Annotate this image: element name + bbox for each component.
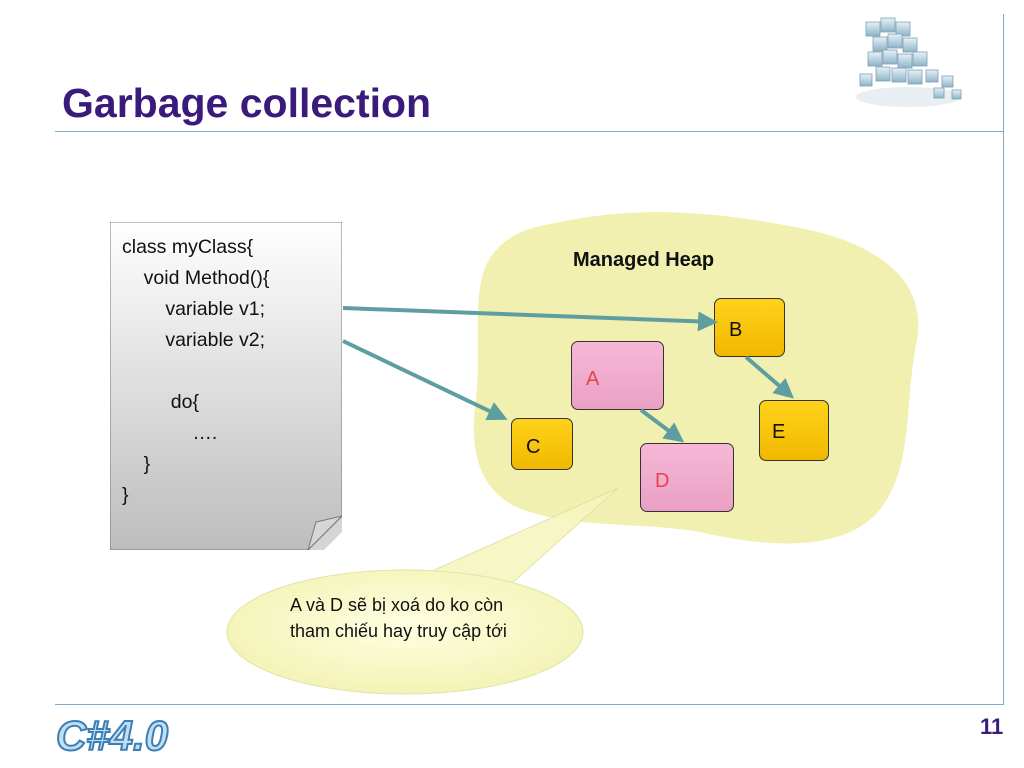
csharp-logo: C#4.0 <box>55 711 169 760</box>
arrow-v1-to-b <box>342 306 718 332</box>
object-b-label: B <box>729 319 743 341</box>
code-listing: class myClass{ void Method(){ variable v… <box>122 236 270 506</box>
arrow-b-to-e <box>744 355 795 399</box>
object-e-label: E <box>772 421 786 443</box>
object-d: D <box>640 443 734 512</box>
cubes-logo-icon <box>856 17 962 107</box>
object-a: A <box>571 341 664 410</box>
arrow-a-to-d <box>639 408 685 443</box>
heap-title: Managed Heap <box>573 249 715 271</box>
reference-arrows <box>342 306 795 443</box>
page-number: 11 <box>980 714 1004 739</box>
callout-bubble <box>226 487 619 695</box>
callout-text: A và D sẽ bị xoá do ko còn tham chiếu ha… <box>290 595 507 641</box>
code-note-page <box>110 222 342 550</box>
object-b: B <box>714 298 785 357</box>
arrow-v2-to-c <box>342 339 508 421</box>
object-c: C <box>511 418 573 470</box>
object-c-label: C <box>526 436 541 458</box>
footer-divider <box>55 704 1004 705</box>
header-divider <box>55 131 1004 132</box>
object-a-label: A <box>586 368 600 390</box>
right-divider <box>1003 14 1004 704</box>
object-d-label: D <box>655 470 670 492</box>
object-e: E <box>759 400 829 461</box>
slide-title: Garbage collection <box>62 80 432 126</box>
